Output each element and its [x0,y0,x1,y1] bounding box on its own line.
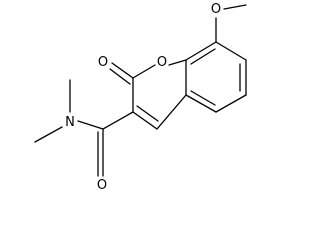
lactone-carbonyl-oxygen-label: O [98,55,108,70]
c8a-to-ring-oxygen-bond [168,59,187,66]
c6-c5-bond [215,94,247,113]
amide-carbonyl-oxygen-label: O [97,178,107,193]
c2-to-carbonyl-oxygen-double-bond [109,68,131,85]
ring-oxygen-to-c2-bond [132,64,156,79]
n-methyl-lower-bond [34,126,63,143]
c3-c4-inner-bond [136,105,159,122]
c8a-c8-bond [185,41,217,61]
c8-c7-bond [215,41,247,61]
c4-c4a-bond [156,94,187,130]
c2-to-carbonyl-oxygen-bond [111,62,134,79]
methyl-to-methoxy-oxygen-bond [223,4,247,10]
c5-c4a-inner-bond [190,90,216,106]
ring-oxygen-label: O [157,55,167,70]
c3-to-amide-carbon-bond [102,111,134,130]
c3-c4-bond [132,111,158,130]
methoxy-oxygen-label: O [211,2,221,17]
amide-carbon-to-nitrogen-bond [77,120,104,130]
amide-nitrogen-label: N [65,115,75,130]
c5-c4a-bond [185,94,217,113]
molecule-structure: O O O N O [34,2,247,193]
c8a-c8-inner-bond [190,48,216,65]
